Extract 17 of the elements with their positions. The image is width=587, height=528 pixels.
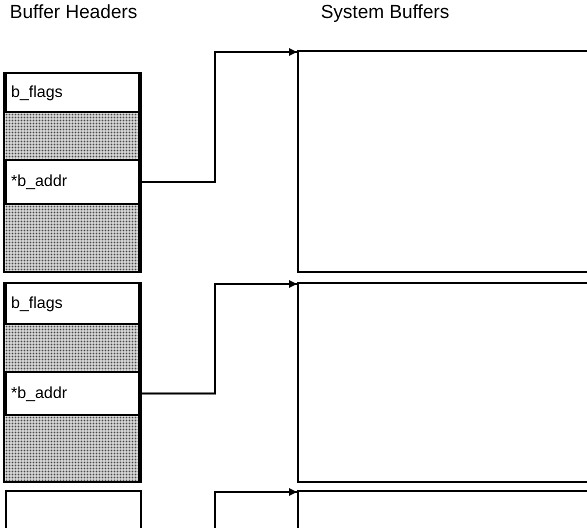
shaded-field — [3, 111, 140, 161]
arrow — [142, 48, 297, 183]
column-heading: System Buffers — [320, 1, 450, 25]
shaded-field — [3, 203, 140, 273]
field-label: b_flags — [11, 294, 63, 312]
field-label: *b_addr — [11, 384, 68, 402]
arrow — [214, 488, 297, 528]
header-record-box — [5, 72, 142, 273]
shaded-field — [3, 414, 140, 483]
buffer-box — [297, 50, 587, 273]
column-heading: Buffer Headers — [8, 1, 138, 25]
arrow — [142, 280, 297, 394]
field-label: *b_addr — [11, 173, 68, 191]
shaded-field — [3, 323, 140, 373]
field-label: b_flags — [11, 84, 63, 102]
buffer-box — [297, 282, 587, 483]
header-record-box — [5, 282, 142, 483]
